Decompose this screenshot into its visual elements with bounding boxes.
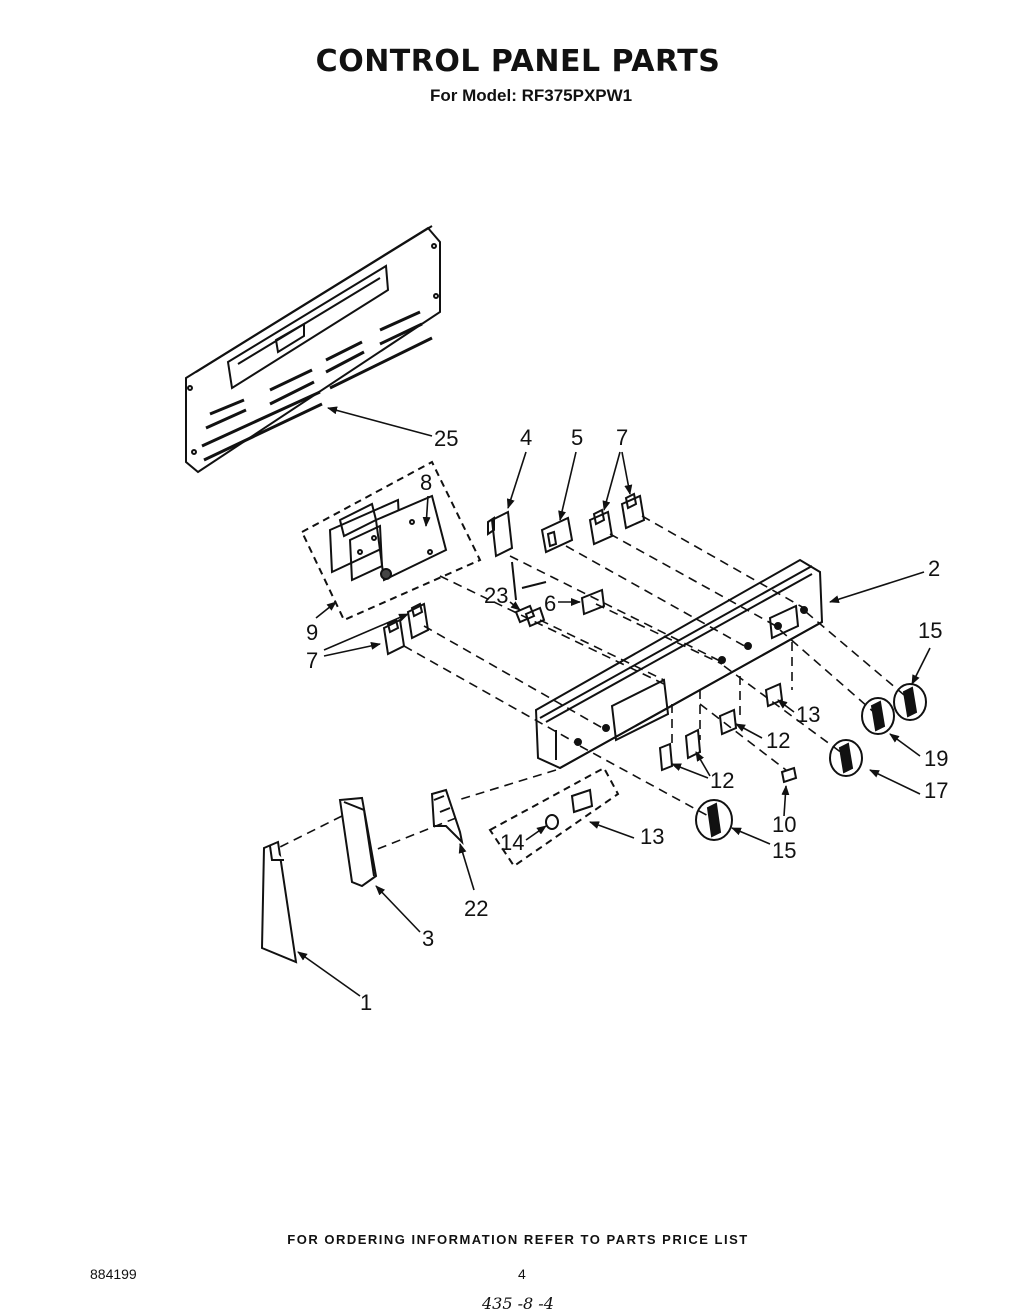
- alignment-lines: [277, 515, 911, 853]
- model-subtitle: For Model: RF375PXPW1: [430, 86, 633, 105]
- callout-2: 2: [928, 556, 940, 581]
- callout-14: 14: [500, 830, 524, 855]
- callout-25: 25: [434, 426, 458, 451]
- ordering-note: FOR ORDERING INFORMATION REFER TO PARTS …: [287, 1232, 749, 1247]
- callout-labels: 25 4 5 7 8 2 23 6 9 7 15 13 12 12 19 17 …: [306, 425, 948, 1015]
- callout-12-right: 12: [766, 728, 790, 753]
- callout-7-left: 7: [306, 648, 318, 673]
- callout-5: 5: [571, 425, 583, 450]
- handwritten-note: 435 -8 -4: [482, 1294, 554, 1313]
- control-panel-part: [534, 558, 824, 770]
- callout-7-upper: 7: [616, 425, 628, 450]
- callout-13-bottom: 13: [640, 824, 664, 849]
- callout-4: 4: [520, 425, 532, 450]
- callout-10: 10: [772, 812, 796, 837]
- document-number: 884199: [90, 1266, 137, 1282]
- callout-22: 22: [464, 896, 488, 921]
- end-trim-parts: [260, 788, 464, 964]
- callout-3: 3: [422, 926, 434, 951]
- lamp-assembly-part: [488, 766, 620, 868]
- callout-13-right: 13: [796, 702, 820, 727]
- callout-6: 6: [544, 591, 556, 616]
- callout-17: 17: [924, 778, 948, 803]
- callout-9: 9: [306, 620, 318, 645]
- callout-12-mid: 12: [710, 768, 734, 793]
- leader-arrows: [297, 406, 931, 997]
- page-title: CONTROL PANEL PARTS: [315, 44, 721, 79]
- clips-part: [658, 682, 798, 784]
- callout-15-bottom: 15: [772, 838, 796, 863]
- callout-19: 19: [924, 746, 948, 771]
- callout-8: 8: [420, 470, 432, 495]
- page-number: 4: [518, 1266, 526, 1282]
- rear-panel-part: [185, 225, 441, 474]
- callout-1: 1: [360, 990, 372, 1015]
- callout-23: 23: [484, 583, 508, 608]
- upper-switches-part: [487, 492, 646, 628]
- callout-15-top: 15: [918, 618, 942, 643]
- switch-assembly-part: [300, 460, 482, 622]
